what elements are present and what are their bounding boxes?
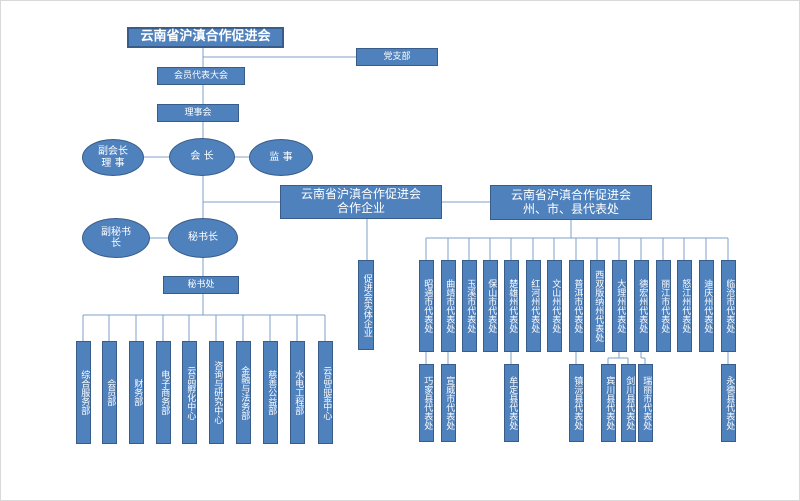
representative-offices-box: 云南省沪滇合作促进会 州、市、县代表处 bbox=[490, 185, 652, 220]
supervisor-ellipse: 监 事 bbox=[249, 139, 313, 176]
deputy-secretary-ellipse: 副秘书 长 bbox=[82, 218, 150, 258]
council-box: 理事会 bbox=[157, 104, 239, 122]
county-office-box: 巧家县代表处 bbox=[419, 364, 434, 442]
county-office-box: 剑川县代表处 bbox=[621, 364, 636, 442]
city-office-box: 德宏州代表处 bbox=[634, 260, 649, 352]
partner-enterprises-box: 云南省沪滇合作促进会 合作企业 bbox=[280, 185, 442, 219]
county-office-box: 宾川县代表处 bbox=[601, 364, 616, 442]
org-title-box: 云南省沪滇合作促进会 bbox=[127, 27, 284, 48]
vice-president-ellipse: 副会长 理 事 bbox=[82, 139, 144, 176]
party-branch-box: 党支部 bbox=[356, 48, 438, 66]
city-office-box: 楚雄州代表处 bbox=[504, 260, 519, 352]
county-office-box: 永德县代表处 bbox=[721, 364, 736, 442]
city-office-box: 丽江市代表处 bbox=[656, 260, 671, 352]
city-office-box: 西双版纳州代表处 bbox=[590, 260, 605, 352]
city-office-box: 保山市代表处 bbox=[483, 260, 498, 352]
dept-box: 水电工程部 bbox=[290, 341, 305, 444]
dept-box: 电子商务部 bbox=[156, 341, 171, 444]
city-office-box: 迪庆州代表处 bbox=[699, 260, 714, 352]
city-office-box: 玉溪市代表处 bbox=[462, 260, 477, 352]
city-office-box: 文山州代表处 bbox=[547, 260, 562, 352]
dept-box: 金融与法务部 bbox=[236, 341, 251, 444]
city-office-box: 昭通市代表处 bbox=[419, 260, 434, 352]
dept-box: 慈善公益部 bbox=[263, 341, 278, 444]
secretariat-box: 秘书处 bbox=[163, 276, 239, 294]
secretary-general-ellipse: 秘书长 bbox=[168, 218, 238, 258]
entity-enterprise-box: 促进会实体企业 bbox=[358, 260, 374, 350]
president-ellipse: 会 长 bbox=[169, 138, 235, 176]
county-office-box: 瑞丽市代表处 bbox=[638, 364, 653, 442]
county-office-box: 宣威市代表处 bbox=[441, 364, 456, 442]
city-office-box: 大理州代表处 bbox=[612, 260, 627, 352]
city-office-box: 怒江州代表处 bbox=[677, 260, 692, 352]
city-office-box: 普洱市代表处 bbox=[569, 260, 584, 352]
members-congress-box: 会员代表大会 bbox=[157, 67, 245, 85]
dept-box: 会员部 bbox=[102, 341, 117, 444]
city-office-box: 临沧市代表处 bbox=[721, 260, 736, 352]
county-office-box: 牟定县代表处 bbox=[504, 364, 519, 442]
dept-box: 财务部 bbox=[129, 341, 144, 444]
county-office-box: 镇沅县代表处 bbox=[569, 364, 584, 442]
city-office-box: 红河州代表处 bbox=[526, 260, 541, 352]
city-office-box: 曲靖市代表处 bbox=[441, 260, 456, 352]
dept-box: 云品孵化中心 bbox=[182, 341, 197, 444]
dept-box: 咨询与研究中心 bbox=[209, 341, 224, 444]
dept-box: 云品品鉴中心 bbox=[318, 341, 333, 444]
dept-box: 综合服务部 bbox=[76, 341, 91, 444]
